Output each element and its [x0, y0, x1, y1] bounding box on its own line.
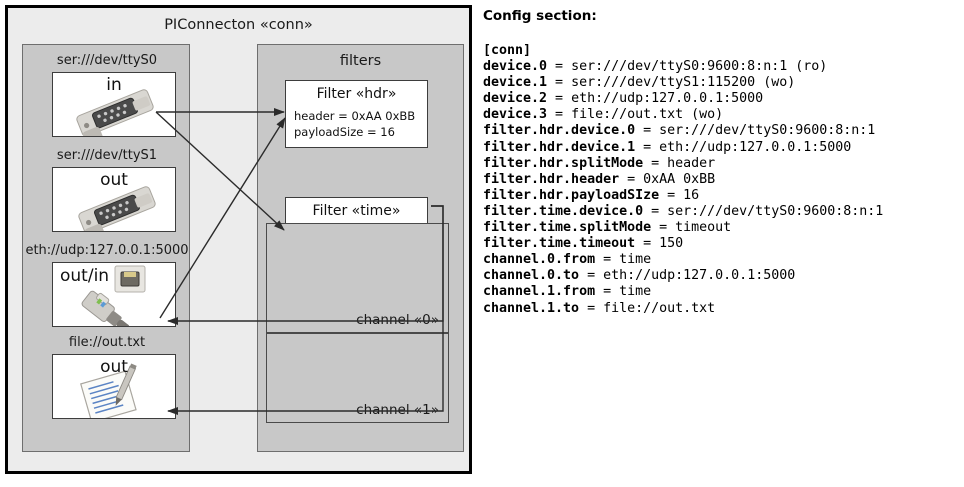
filters-panel-title: filters [339, 53, 382, 69]
config-value: = time [595, 252, 652, 268]
config-key: filter.hdr.payloadSIze [483, 187, 660, 203]
config-key: channel.1.to [483, 300, 580, 316]
config-key: device.1 [483, 75, 548, 91]
config-line: channel.1.from = time [483, 284, 883, 300]
config-line: [conn] [483, 43, 883, 59]
diagram-title: PIConnecton «conn» [164, 17, 313, 33]
config-value: = ser:///dev/ttyS0:9600:8:n:1 [643, 203, 884, 219]
config-line: device.3 = file://out.txt (wo) [483, 107, 883, 123]
ethernet-jack-icon [81, 265, 146, 326]
device-card-ttys1[interactable]: out [52, 167, 176, 232]
device-io-eth: out/in [60, 266, 110, 286]
filter-title-time: Filter «time» [312, 203, 401, 219]
config-key: [conn] [483, 43, 532, 58]
config-value: = timeout [651, 220, 732, 236]
channel-label-0: channel «0» [356, 312, 439, 328]
diagram-frame: PIConnecton «conn» ser:///dev/ttyS0 in [5, 5, 472, 474]
config-value: = file://out.txt (wo) [547, 107, 724, 123]
config-line: filter.time.splitMode = timeout [483, 220, 883, 236]
config-key: filter.time.splitMode [483, 220, 652, 236]
config-key: channel.1.from [483, 284, 596, 300]
device-card-file[interactable]: out [52, 354, 176, 419]
config-line: device.0 = ser:///dev/ttyS0:9600:8:n:1 (… [483, 59, 883, 75]
config-value: = time [595, 284, 652, 300]
config-line: channel.1.to = file://out.txt [483, 301, 883, 317]
device-card-eth[interactable]: out/in [52, 262, 176, 327]
config-line: filter.hdr.payloadSIze = 16 [483, 188, 883, 204]
device-card-ttys0[interactable]: in [52, 72, 176, 137]
device-io-ttys1: out [100, 170, 128, 190]
config-key: filter.time.timeout [483, 236, 636, 252]
filter-props-hdr: header = 0xAA 0xBB payloadSize = 16 [286, 105, 427, 147]
serial-port-icon [78, 186, 156, 231]
config-value: = eth://udp:127.0.0.1:5000 [579, 268, 796, 284]
config-line: channel.0.from = time [483, 252, 883, 268]
device-label-ttys1: ser:///dev/ttyS1 [56, 148, 158, 163]
device-io-ttys0: in [106, 75, 122, 95]
config-line: filter.hdr.splitMode = header [483, 156, 883, 172]
channel-box-0[interactable]: channel «0» [266, 223, 449, 333]
config-key: filter.hdr.splitMode [483, 155, 644, 171]
config-line: filter.hdr.header = 0xAA 0xBB [483, 172, 883, 188]
config-value: = 150 [635, 236, 684, 252]
config-panel: Config section: [conn]device.0 = ser:///… [480, 0, 964, 484]
channel-label-1: channel «1» [356, 402, 439, 418]
filter-card-hdr[interactable]: Filter «hdr» header = 0xAA 0xBB payloadS… [285, 80, 428, 149]
config-key: channel.0.from [483, 252, 596, 268]
config-line: filter.hdr.device.1 = eth://udp:127.0.0.… [483, 140, 883, 156]
config-value: = ser:///dev/ttyS0:9600:8:n:1 [635, 123, 876, 139]
config-line: device.1 = ser:///dev/ttyS1:115200 (wo) [483, 75, 883, 91]
config-value: = eth://udp:127.0.0.1:5000 [635, 139, 852, 155]
config-value: = file://out.txt [579, 300, 716, 316]
device-label-file: file://out.txt [68, 335, 146, 350]
config-key: filter.time.device.0 [483, 203, 644, 219]
filter-prop: header = 0xAA 0xBB [294, 109, 416, 123]
config-line: channel.0.to = eth://udp:127.0.0.1:5000 [483, 268, 883, 284]
serial-port-icon [76, 89, 154, 136]
config-key: device.3 [483, 107, 548, 123]
channel-box-1[interactable]: channel «1» [266, 333, 449, 423]
config-value: = header [643, 155, 716, 171]
config-key: filter.hdr.device.0 [483, 123, 636, 139]
config-key: device.0 [483, 59, 548, 75]
text-file-icon [80, 363, 137, 418]
config-value: = eth://udp:127.0.0.1:5000 [547, 91, 764, 107]
filter-title-hdr: Filter «hdr» [316, 86, 397, 102]
config-value: = ser:///dev/ttyS0:9600:8:n:1 (ro) [547, 59, 828, 75]
config-value: = ser:///dev/ttyS1:115200 (wo) [547, 75, 796, 91]
filters-panel: filters Filter «hdr» header = 0xAA 0xBB … [257, 44, 464, 452]
device-io-file: out [100, 357, 128, 377]
device-label-eth: eth://udp:127.0.0.1:5000 [25, 243, 189, 258]
config-line: filter.hdr.device.0 = ser:///dev/ttyS0:9… [483, 123, 883, 139]
filter-prop: payloadSize = 16 [294, 124, 395, 139]
devices-panel: ser:///dev/ttyS0 in [22, 44, 190, 452]
device-label-ttys0: ser:///dev/ttyS0 [56, 53, 158, 68]
config-key: device.2 [483, 91, 548, 107]
config-line: device.2 = eth://udp:127.0.0.1:5000 [483, 91, 883, 107]
config-key: filter.hdr.device.1 [483, 139, 636, 155]
config-line: filter.time.timeout = 150 [483, 236, 883, 252]
config-heading: Config section: [483, 8, 597, 24]
config-key: channel.0.to [483, 268, 580, 284]
config-lines: [conn]device.0 = ser:///dev/ttyS0:9600:8… [483, 43, 883, 317]
config-key: filter.hdr.header [483, 171, 620, 187]
config-value: = 0xAA 0xBB [619, 171, 716, 187]
config-value: = 16 [659, 187, 700, 203]
config-line: filter.time.device.0 = ser:///dev/ttyS0:… [483, 204, 883, 220]
